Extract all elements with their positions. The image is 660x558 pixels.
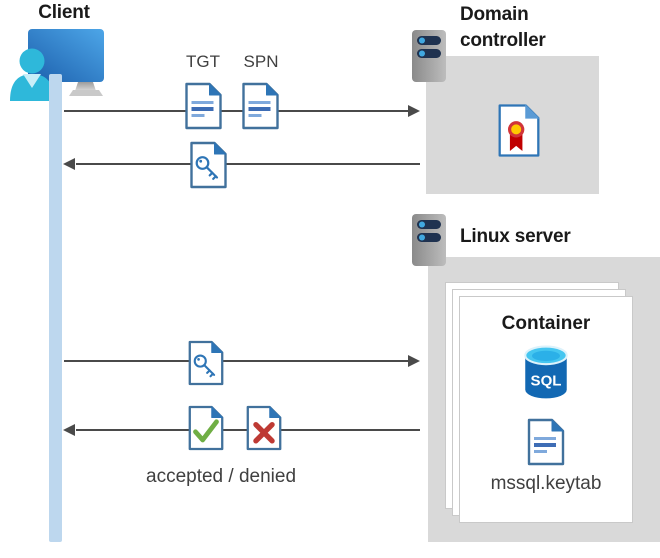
keytab-label: mssql.keytab: [490, 473, 602, 494]
result-label: accepted / denied: [146, 466, 297, 487]
key-document-icon: [188, 340, 224, 386]
arrowhead-dc-to-client: [63, 158, 75, 170]
spn-document-icon: [242, 82, 279, 130]
denied-document-icon: [246, 405, 282, 451]
client-lifeline: [49, 74, 62, 542]
arrowhead-linux-to-client: [63, 424, 75, 436]
accepted-document-icon: [188, 405, 224, 451]
arrowhead-client-to-dc: [408, 105, 420, 117]
person-at-monitor-icon: [10, 29, 104, 101]
key-document-icon: [190, 141, 227, 189]
domain-controller-label: Domain controller: [460, 4, 546, 51]
certificate-icon: [498, 104, 540, 157]
sql-badge-text: SQL: [531, 372, 562, 389]
tgt-label: TGT: [186, 52, 220, 71]
spn-label: SPN: [243, 52, 279, 71]
container-label: Container: [501, 313, 591, 334]
domain-controller-server-icon: [412, 30, 446, 82]
arrow-client-to-linux: [64, 360, 409, 362]
arrow-dc-to-client: [76, 163, 420, 165]
sql-database-icon: SQL: [524, 345, 568, 399]
tgt-document-icon: [185, 82, 222, 130]
client-label: Client: [38, 2, 90, 23]
container-card: Container SQL mssql.keytab: [459, 296, 633, 523]
arrow-client-to-dc: [64, 110, 409, 112]
arrowhead-client-to-linux: [408, 355, 420, 367]
linux-server-label: Linux server: [460, 226, 571, 247]
keytab-document-icon: [527, 418, 565, 466]
linux-server-icon: [412, 214, 446, 266]
